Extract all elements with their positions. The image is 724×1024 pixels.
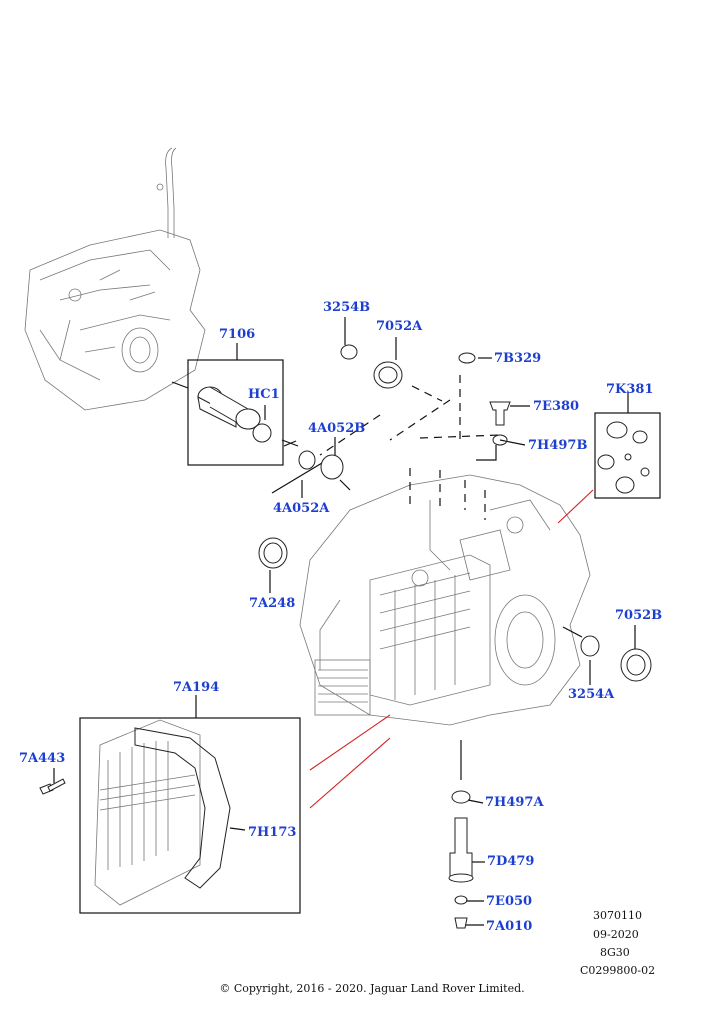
callout-7e380[interactable]: 7E380 bbox=[533, 399, 580, 414]
callout-7k381[interactable]: 7K381 bbox=[606, 382, 654, 397]
callout-7a194[interactable]: 7A194 bbox=[173, 680, 220, 695]
callout-7h497a[interactable]: 7H497A bbox=[485, 795, 544, 810]
red-leaders bbox=[309, 489, 594, 809]
callout-7b329[interactable]: 7B329 bbox=[494, 351, 542, 366]
illustration-code: C0299800-02 bbox=[580, 964, 656, 977]
callout-4a052b[interactable]: 4A052B bbox=[308, 421, 366, 436]
illustration-id: 3070110 bbox=[593, 909, 642, 922]
small-parts bbox=[458, 352, 650, 494]
transfer-case-drawing bbox=[24, 147, 206, 411]
callout-3254b[interactable]: 3254B bbox=[323, 300, 371, 315]
part-boxes bbox=[79, 359, 661, 914]
bolt-7A443 bbox=[39, 778, 66, 795]
illustration-model: 8G30 bbox=[600, 946, 630, 959]
drain-stack bbox=[448, 790, 474, 929]
filter-part-7106 bbox=[197, 386, 272, 443]
copyright-notice: © Copyright, 2016 - 2020. Jaguar Land Ro… bbox=[219, 982, 525, 995]
callout-7052b[interactable]: 7052B bbox=[615, 608, 663, 623]
callout-7a443[interactable]: 7A443 bbox=[19, 751, 66, 766]
callout-7a248[interactable]: 7A248 bbox=[249, 596, 296, 611]
callout-7106[interactable]: 7106 bbox=[219, 327, 256, 342]
transmission-drawing bbox=[299, 474, 591, 726]
callout-7052a[interactable]: 7052A bbox=[376, 319, 423, 334]
callout-hc1[interactable]: HC1 bbox=[248, 387, 280, 402]
callout-7h497b[interactable]: 7H497B bbox=[528, 438, 588, 453]
leader-lines bbox=[53, 317, 636, 926]
callout-7e050[interactable]: 7E050 bbox=[486, 894, 533, 909]
seal-rings bbox=[258, 344, 652, 682]
callout-4a052a[interactable]: 4A052A bbox=[273, 501, 330, 516]
callout-7a010[interactable]: 7A010 bbox=[486, 919, 533, 934]
illustration-date: 09-2020 bbox=[593, 928, 639, 941]
callout-7d479[interactable]: 7D479 bbox=[487, 854, 535, 869]
oil-pan-drawing bbox=[94, 719, 231, 906]
callout-3254a[interactable]: 3254A bbox=[568, 687, 615, 702]
callout-7h173[interactable]: 7H173 bbox=[248, 825, 297, 840]
